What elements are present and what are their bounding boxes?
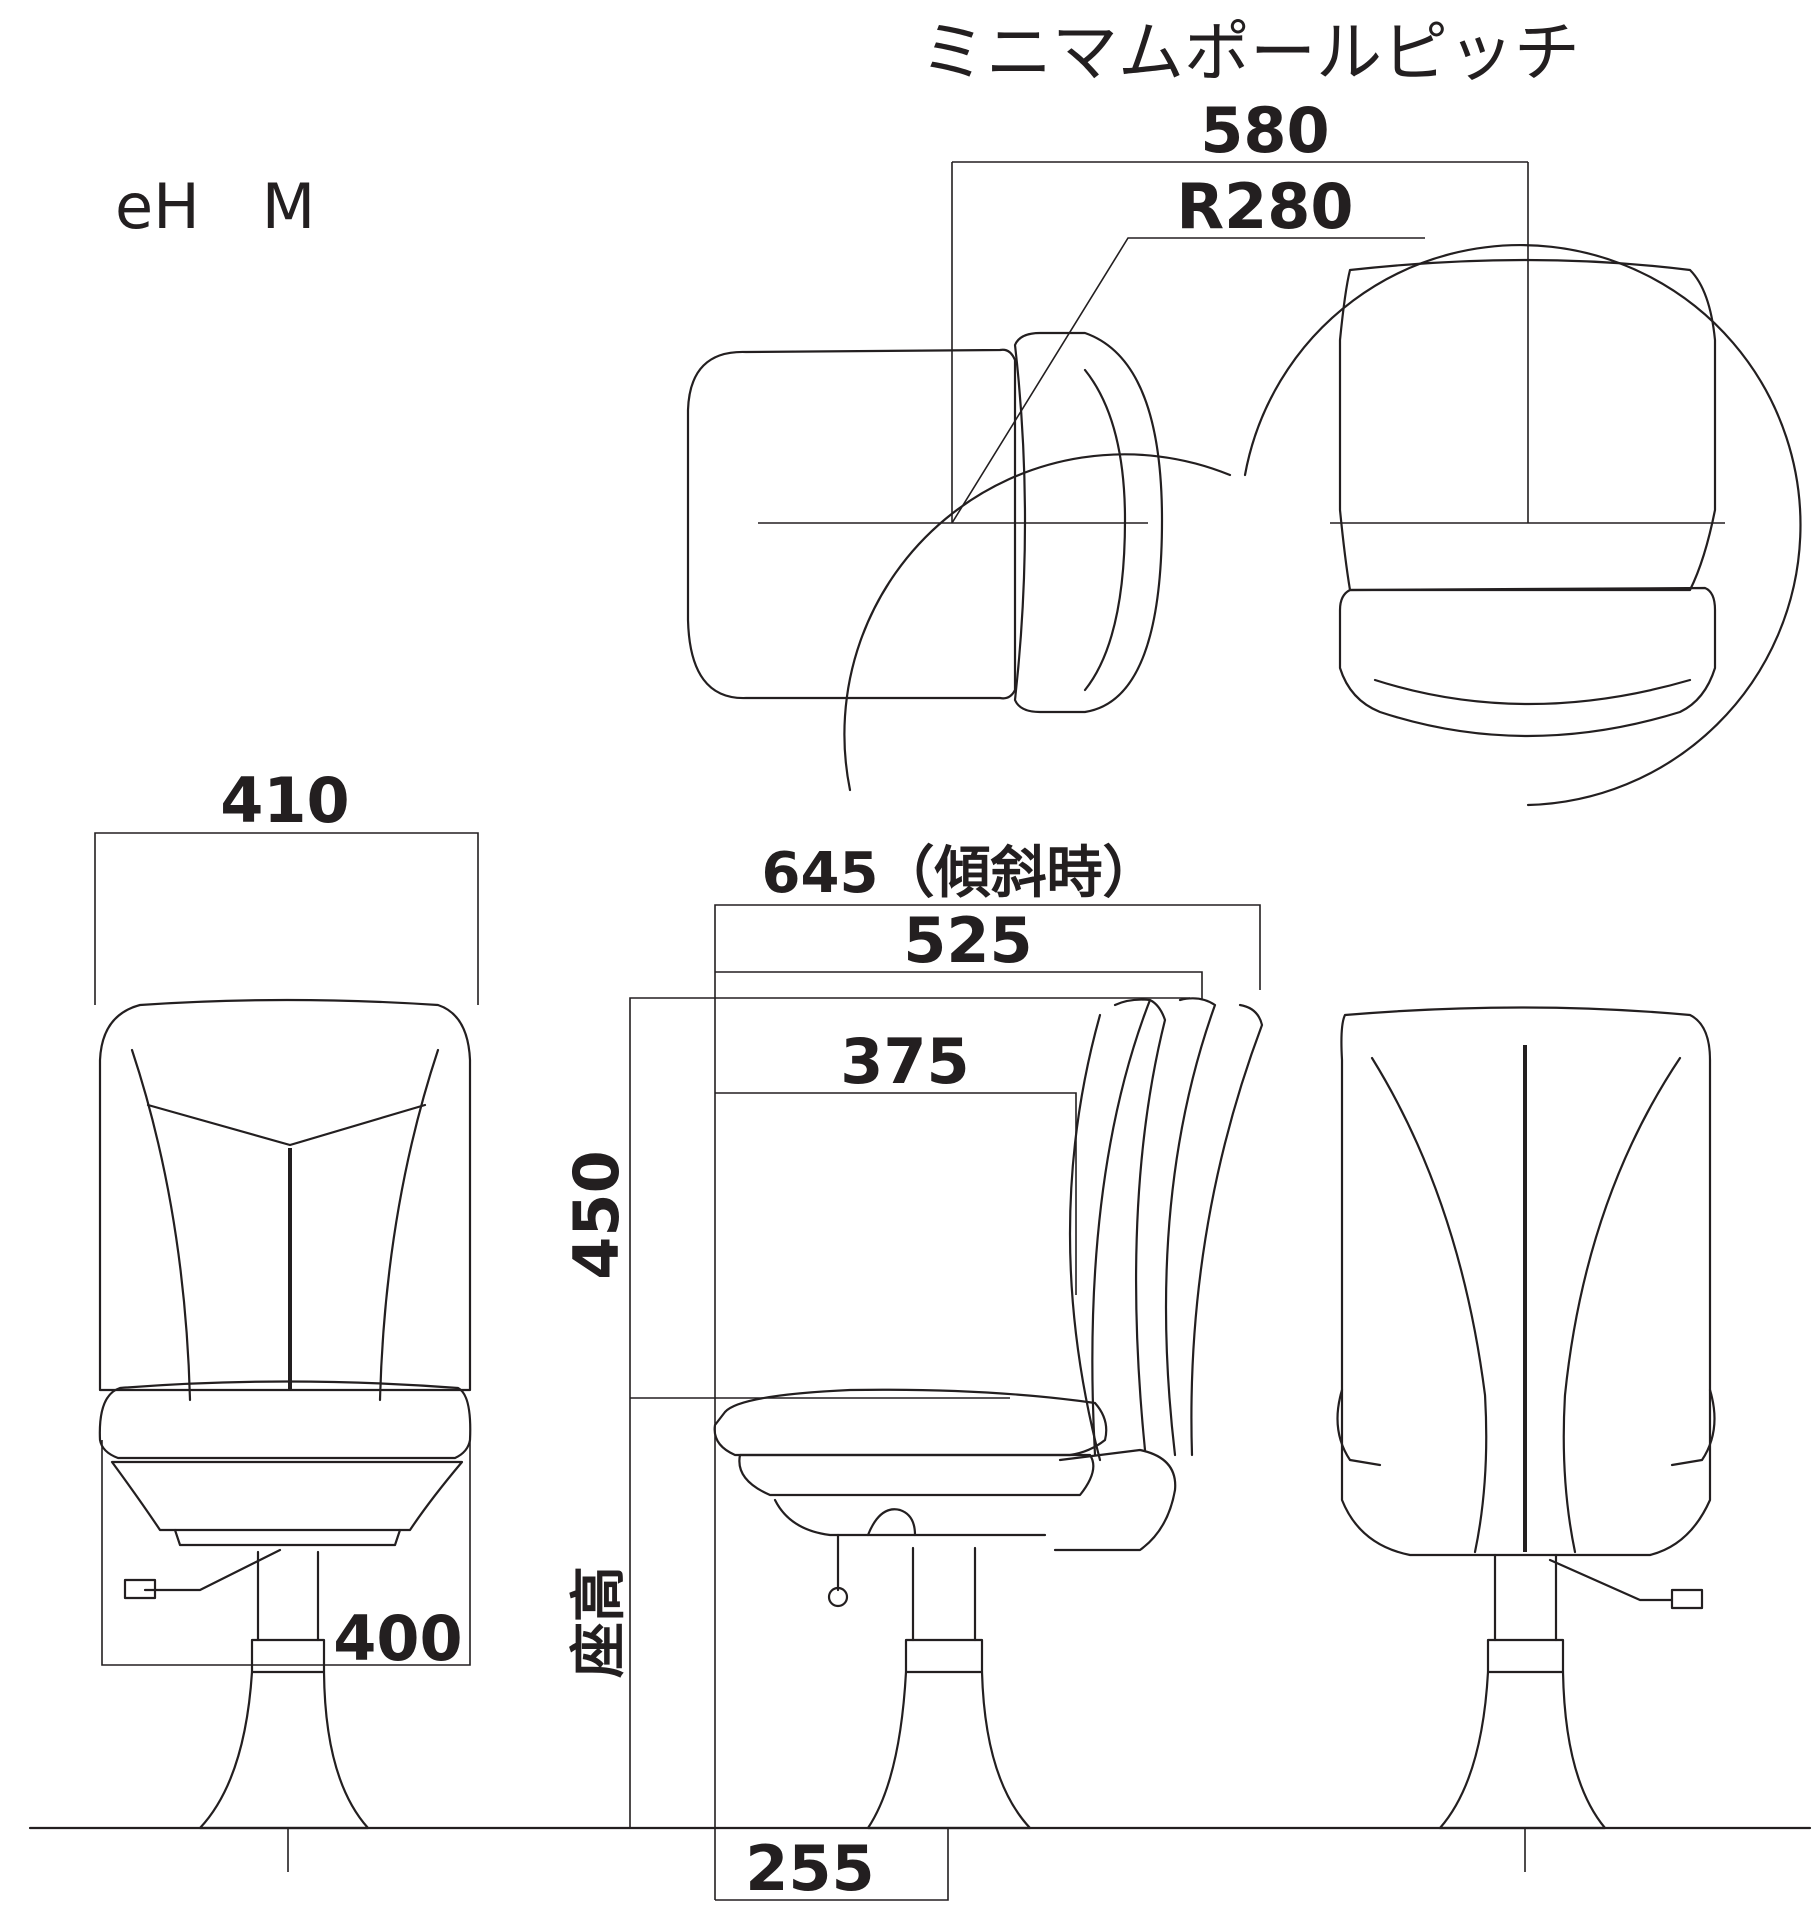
depth-dimension-line — [715, 971, 1203, 1000]
rear-backrest-contour — [1370, 1056, 1682, 1554]
side-adjust-knob — [866, 1508, 917, 1537]
top-seat-right — [1338, 258, 1717, 592]
top-backrest-left — [1013, 331, 1164, 714]
front-seat-pan — [110, 1460, 464, 1532]
top-view-title: ミニマムポールピッチ — [920, 14, 1580, 91]
side-mechanism — [773, 1498, 1047, 1537]
tilted-depth-dimension-line — [714, 904, 1261, 1900]
rear-seat-sides — [1336, 1388, 1716, 1467]
side-base — [866, 1670, 1032, 1830]
side-seat-cushion — [713, 1388, 1108, 1457]
side-view — [629, 904, 1264, 1901]
side-backrest-front-edge — [1068, 1013, 1102, 1462]
front-backrest — [98, 998, 472, 1392]
base-offset-dimension: 255 — [745, 1832, 874, 1905]
front-seat-cushion — [98, 1380, 472, 1460]
swivel-circle-left — [843, 453, 1232, 792]
side-backrest-tilted — [1164, 997, 1264, 1457]
swivel-circle-right — [1243, 244, 1802, 807]
rear-base — [1438, 1670, 1607, 1830]
seat-depth-dimension-line — [715, 1092, 1077, 1295]
base-width-dimension-line — [101, 1440, 471, 1666]
front-lever-knob — [123, 1578, 157, 1600]
radius-leader — [951, 237, 1425, 524]
front-mechanism — [173, 1528, 402, 1547]
tilted-depth-dimension: 645（傾斜時） — [762, 841, 1159, 906]
pitch-dimension-line — [951, 161, 1529, 523]
seat-depth-dimension: 375 — [840, 1025, 969, 1098]
side-seat-pan — [738, 1453, 1095, 1497]
side-pole — [911, 1546, 977, 1642]
front-pole-collar — [250, 1638, 326, 1674]
radius-dimension: R280 — [1176, 170, 1353, 243]
rear-lever-knob — [1670, 1588, 1704, 1610]
rear-view — [1336, 1006, 1716, 1872]
front-base — [198, 1670, 370, 1830]
rear-backrest — [1340, 1006, 1712, 1557]
side-lever-knob — [827, 1586, 849, 1608]
side-back-bracket — [1053, 1448, 1177, 1552]
front-width-dimension-line — [94, 832, 479, 1005]
seat-height-label: 座高 — [567, 1566, 632, 1678]
rear-lever — [1548, 1558, 1674, 1602]
front-backrest-contour — [130, 1048, 440, 1402]
height-dimension-line — [629, 997, 1190, 1828]
top-backrest-right-inner — [1373, 678, 1692, 706]
top-backrest-left-inner — [1083, 368, 1127, 692]
rear-pole — [1493, 1553, 1558, 1642]
base-offset-dimension-line — [715, 1828, 949, 1901]
top-backrest-right — [1338, 586, 1717, 738]
front-width-dimension: 410 — [220, 764, 349, 837]
back-height-dimension: 450 — [560, 1150, 633, 1279]
front-backrest-seam — [146, 1103, 427, 1147]
front-view — [94, 832, 479, 1872]
model-label: eH M — [115, 170, 315, 243]
rear-pole-collar — [1486, 1638, 1565, 1674]
base-width-dimension: 400 — [333, 1602, 462, 1675]
side-backrest-upright — [1091, 998, 1167, 1457]
front-pole — [256, 1550, 320, 1642]
top-view — [686, 161, 1802, 807]
pitch-dimension: 580 — [1200, 94, 1329, 167]
front-lever — [143, 1548, 282, 1592]
top-seat-left — [686, 348, 1017, 700]
side-pole-collar — [904, 1638, 984, 1674]
depth-dimension: 525 — [903, 904, 1032, 977]
